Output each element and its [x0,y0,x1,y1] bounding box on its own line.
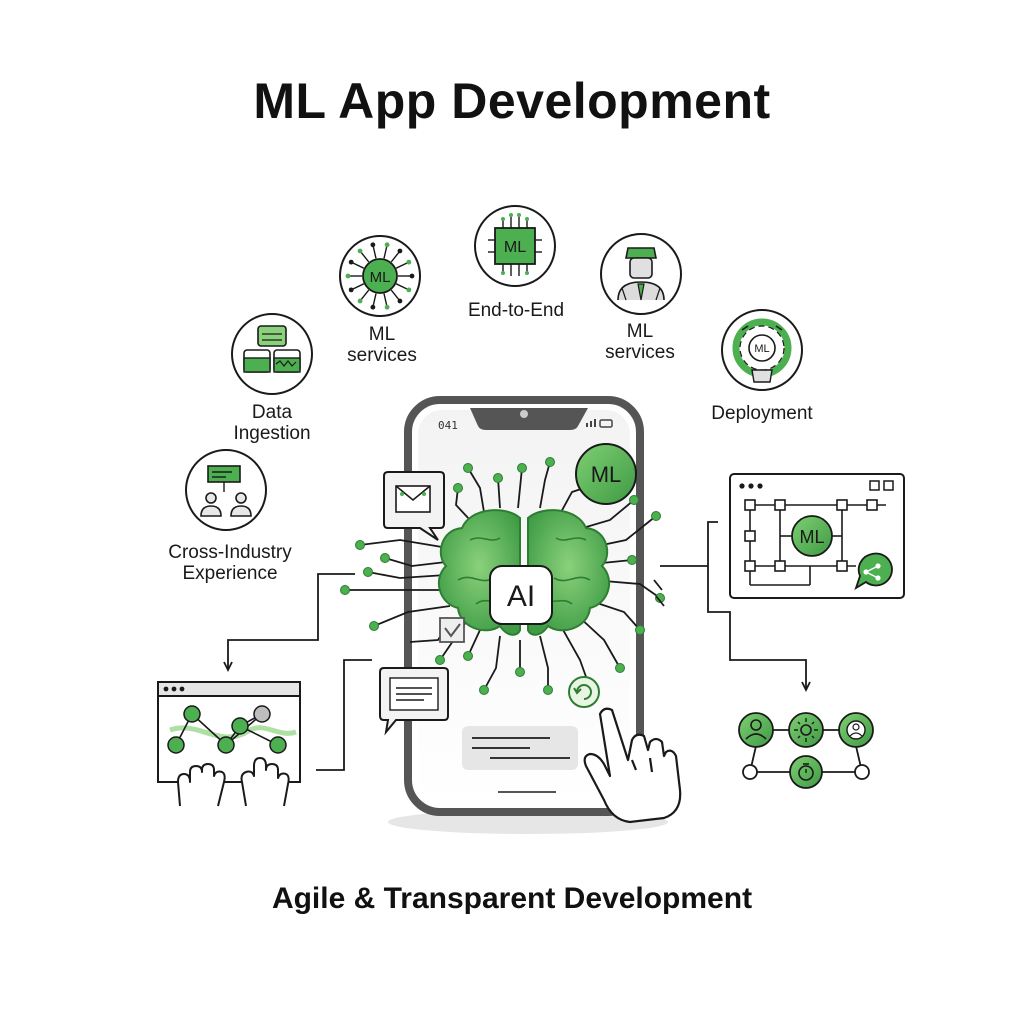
network-ray [395,283,408,290]
ai-chip-label: AI [507,580,535,613]
network-node [406,259,412,265]
ml-network-icon-label: ML [370,269,391,286]
network-ray [352,283,365,290]
ml-chip-icon-label: ML [504,239,526,256]
page-subtitle: Agile & Transparent Development [271,882,753,915]
workflow-ml-label: ML [799,527,824,547]
deployment-cycle-icon [721,309,803,391]
analytics-window [157,681,301,783]
page-title: ML App Development [253,73,771,129]
timer-node-icon [789,755,823,789]
network-node [397,298,403,304]
circuit-nodes [340,457,665,695]
mail-bubble-icon [383,471,445,541]
engineer-icon [600,233,682,315]
typing-hands-icon [177,757,290,807]
pointing-hand-icon [583,707,682,824]
idea-node-icon [788,712,824,748]
people-meeting-icon [185,449,267,531]
network-ray [383,246,388,259]
camera-icon [520,410,528,418]
network-node [409,273,415,279]
network-node [370,304,376,310]
network-ray [372,246,377,259]
signal-icon [586,419,596,427]
network-node [397,248,403,254]
label-end-to-end: End-to-End [467,300,565,321]
network-node [357,248,363,254]
user-node-icon [738,712,774,748]
workflow-ml-badge [791,515,833,557]
check-square-icon [439,617,465,643]
ai-chip [489,565,553,625]
refresh-icon [568,676,600,708]
network-ray [390,252,400,263]
network-node [348,287,354,293]
label-ml-services-1: ML services [347,324,417,366]
database-stack-icon [231,313,313,395]
network-node [370,242,376,248]
network-node [345,273,351,279]
network-ray [395,262,408,269]
ml-chip-icon [474,205,556,287]
workflow-window [729,473,905,599]
network-node [406,287,412,293]
ml-network-icon [339,235,421,317]
label-data-ingestion: Data Ingestion [233,402,311,444]
team-network [738,712,874,789]
network-ray [383,293,388,306]
network-ray [360,289,370,300]
connector-lines [223,521,811,771]
ml-badge [575,443,637,505]
message-bubble-icon [379,667,449,736]
ml-badge-label: ML [591,462,622,487]
network-node [357,298,363,304]
network-ray [352,262,365,269]
phone-status-time: 041 [438,419,458,432]
label-deployment: Deployment [711,403,813,424]
battery-icon [599,419,613,428]
label-ml-services-2: ML services [605,321,675,363]
deployment-icon-label: ML [754,343,769,355]
profile-node-icon [838,712,874,748]
label-cross-industry: Cross-Industry Experience [168,542,292,584]
network-ray [360,252,370,263]
network-node [384,304,390,310]
share-bubble-icon [854,552,893,591]
text-card [462,726,578,770]
network-ray [390,289,400,300]
network-node [348,259,354,265]
network-node [384,242,390,248]
network-ray [372,293,377,306]
